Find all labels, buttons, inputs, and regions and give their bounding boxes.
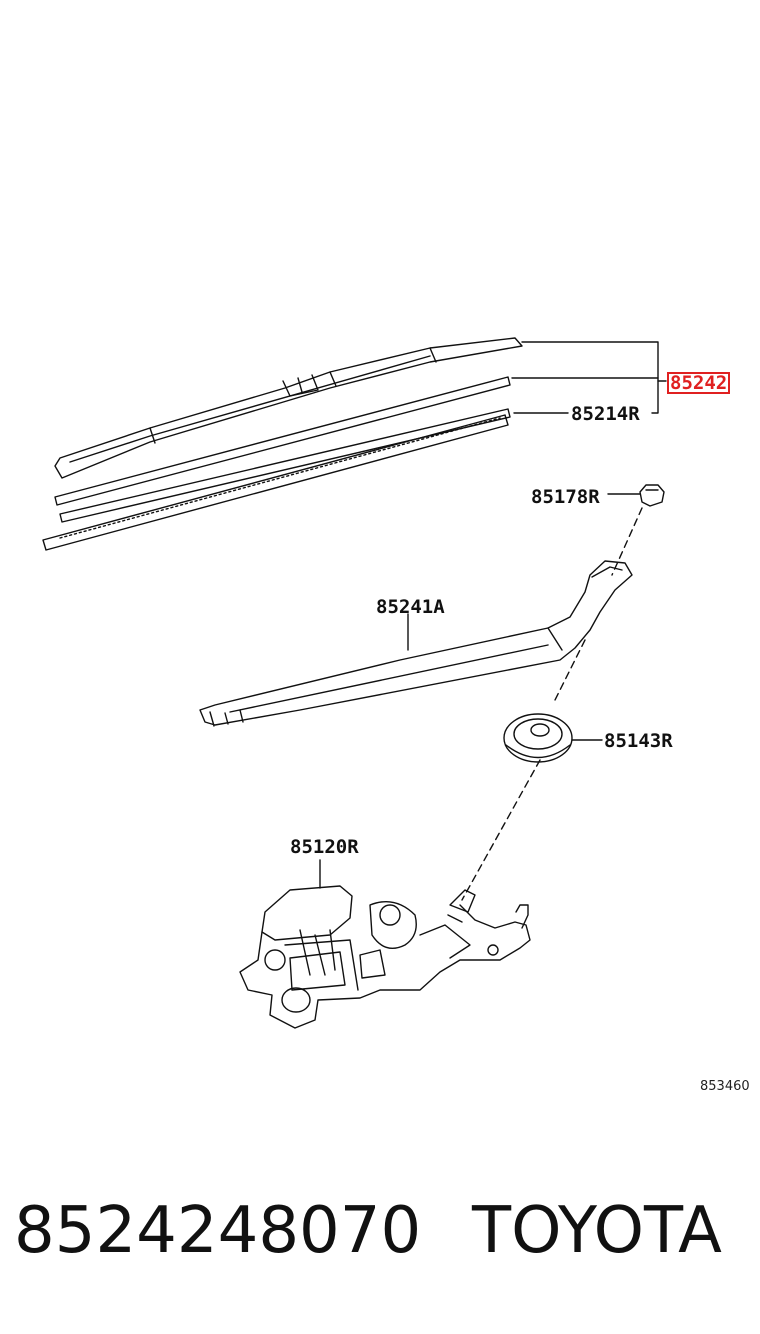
footer-part-number: 8524248070	[14, 1194, 422, 1268]
figure-number: 853460	[700, 1079, 750, 1094]
axis-line	[461, 507, 643, 901]
footer-brand: TOYOTA	[472, 1194, 722, 1268]
callout-85241A[interactable]: 85241A	[376, 596, 445, 618]
callout-85143R[interactable]: 85143R	[604, 730, 673, 752]
callout-85120R[interactable]: 85120R	[290, 836, 359, 858]
wiper-blade	[54, 337, 523, 479]
wiper-motor	[239, 859, 531, 1029]
callout-85178R[interactable]: 85178R	[531, 486, 600, 508]
callout-85242[interactable]: 85242	[667, 372, 731, 394]
leader-85242	[511, 341, 667, 414]
callout-85214R[interactable]: 85214R	[571, 403, 640, 425]
nut	[607, 484, 665, 507]
blade-refill	[42, 376, 511, 551]
grommet	[503, 713, 603, 763]
wiper-arm	[199, 560, 633, 727]
